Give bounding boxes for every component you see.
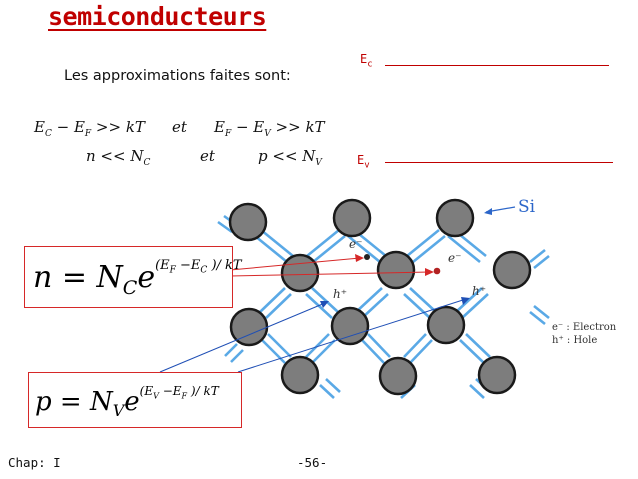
hole-label: h⁺ [333,287,347,301]
p-formula: p = NVe(EV −EF )/ kT [35,384,219,421]
si-atom [330,306,370,346]
si-atom [435,198,475,238]
slide-title: semiconducteurs [48,2,267,31]
condition-n-nc: n << NC [86,147,151,168]
n-arrow-electron [229,257,361,271]
si-atom [378,356,418,396]
condition-p-nv: p << NV [258,147,322,168]
p-arrow-hole [237,298,467,373]
legend-electron: e⁻ : Electron [552,322,617,333]
n-formula-box [24,246,233,308]
chapter-label: Chap: I [8,455,61,470]
si-atom [228,202,268,242]
page-number: -56- [297,455,328,470]
n-formula: n = NCe(EF −EC )/ kT [33,258,242,299]
electron-dot [433,267,441,275]
p-formula-box [28,372,242,428]
p-arrow-hole [159,302,326,373]
n-arrow-electron [229,271,431,277]
p-arrowhead [461,297,470,305]
electron-label: e⁻ [448,251,461,265]
si-atom [376,250,416,290]
ev-band-label: Ev [357,153,370,171]
n-arrowhead [355,254,364,262]
ev-band-line [385,162,613,163]
hole-label: h⁺ [472,284,486,298]
approximations-subtitle: Les approximations faites sont: [64,68,291,84]
condition-ec-ef: EC − EF >> kT [34,118,145,139]
si-atom [332,198,372,238]
silicon-atoms [228,198,532,396]
condition-et-1: et [172,118,187,136]
si-atom [280,355,320,395]
ec-band-line [385,65,609,66]
si-label: Si [518,197,536,217]
n-arrowhead [425,268,434,276]
condition-ef-ev: EF − EV >> kT [214,118,325,139]
electron-label: e⁻ [349,237,362,251]
si-pointer-arrowhead [484,208,492,215]
si-atom [492,250,532,290]
si-atom [477,355,517,395]
condition-et-2: et [200,147,215,165]
si-atom [280,253,320,293]
si-atom [426,305,466,345]
electron-dot [364,254,370,260]
ec-band-label: Ec [360,52,373,70]
p-arrowhead [320,301,329,308]
legend-hole: h⁺ : Hole [552,335,597,346]
